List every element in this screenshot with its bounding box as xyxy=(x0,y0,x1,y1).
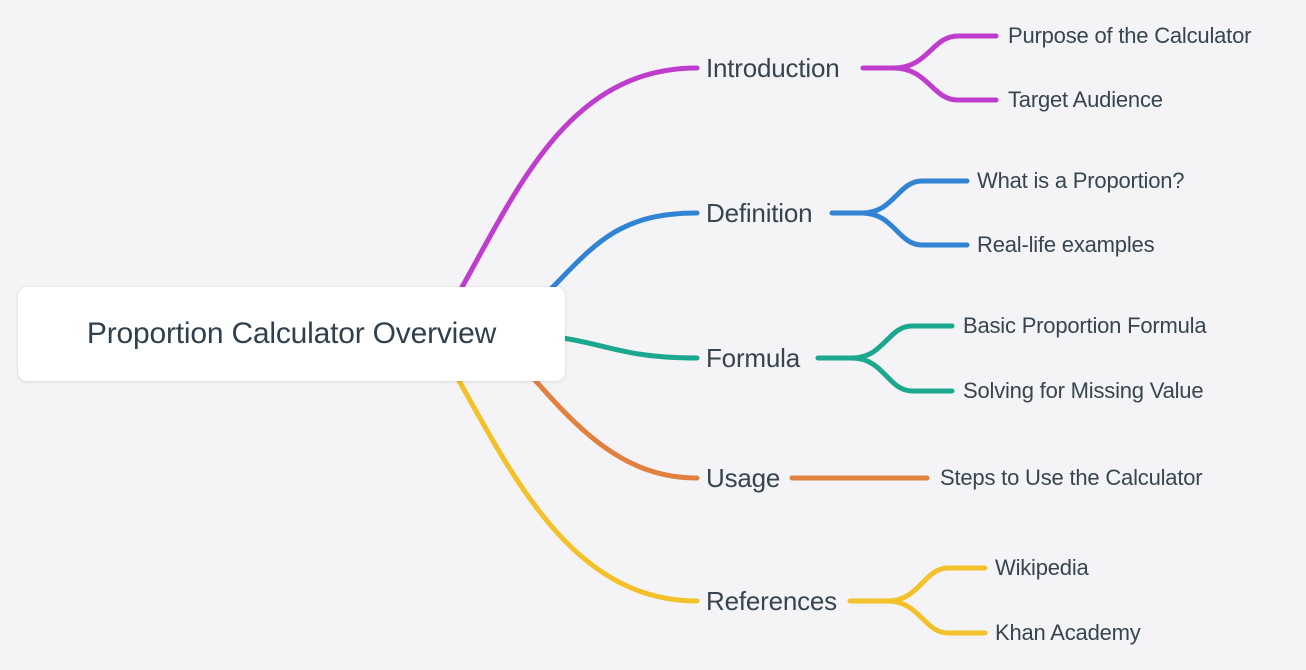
references-child2-curve xyxy=(884,598,988,636)
child-node-purpose-of-the-calculator[interactable]: Purpose of the Calculator xyxy=(1008,23,1252,48)
child-node-solving-for-missing-value[interactable]: Solving for Missing Value xyxy=(963,378,1204,403)
branch-node-usage[interactable]: Usage xyxy=(706,463,781,493)
child-node-wikipedia[interactable]: Wikipedia xyxy=(995,555,1089,580)
child-node-steps-to-use-the-calculator[interactable]: Steps to Use the Calculator xyxy=(940,465,1203,490)
branch-node-formula[interactable]: Formula xyxy=(706,343,800,373)
usage-trunk-curve xyxy=(525,369,700,481)
root-node[interactable]: Proportion Calculator Overview xyxy=(18,287,565,381)
introduction-child1-curve xyxy=(891,33,999,71)
definition-child1-curve xyxy=(859,178,970,216)
definition-trunk-curve xyxy=(542,210,700,298)
formula-child2-curve xyxy=(849,355,955,394)
introduction-child2-curve xyxy=(891,65,999,103)
references-child1-curve xyxy=(884,565,988,604)
child-node-basic-proportion-formula[interactable]: Basic Proportion Formula xyxy=(963,313,1207,338)
formula-trunk-curve xyxy=(560,335,700,361)
references-trunk-curve xyxy=(449,365,700,604)
branch-node-definition[interactable]: Definition xyxy=(706,198,813,228)
child-node-what-is-a-proportion[interactable]: What is a Proportion? xyxy=(977,168,1185,193)
formula-child1-curve xyxy=(849,323,955,361)
child-node-khan-academy[interactable]: Khan Academy xyxy=(995,620,1141,645)
introduction-trunk-curve xyxy=(449,65,700,308)
root-node-label: Proportion Calculator Overview xyxy=(86,317,497,350)
branch-node-references[interactable]: References xyxy=(706,586,837,616)
child-node-target-audience[interactable]: Target Audience xyxy=(1008,87,1163,112)
branch-node-introduction[interactable]: Introduction xyxy=(706,53,840,83)
definition-child2-curve xyxy=(859,210,970,248)
child-node-real-life-examples[interactable]: Real-life examples xyxy=(977,232,1155,257)
